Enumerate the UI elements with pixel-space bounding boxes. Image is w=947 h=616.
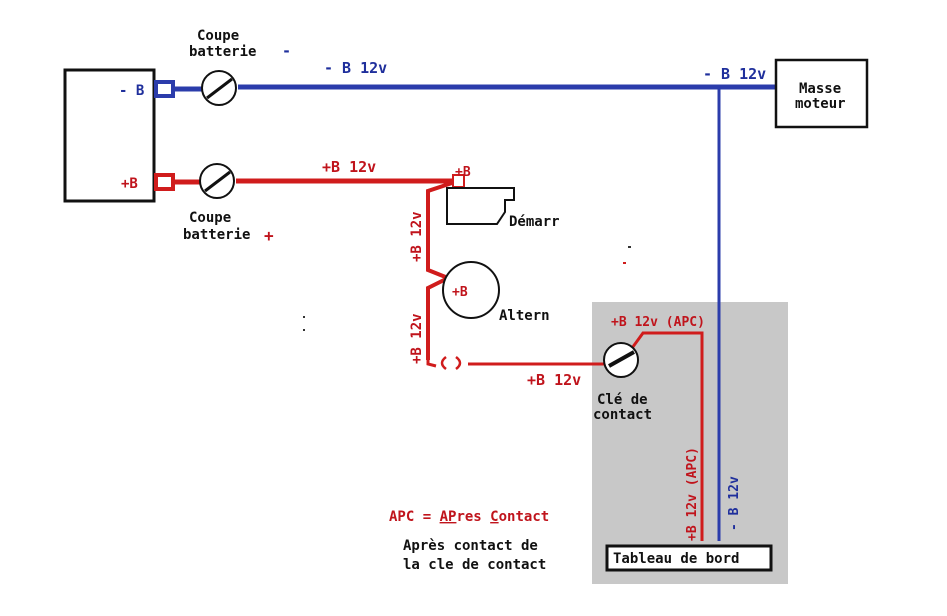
battery-box [63,68,156,203]
legend-definition: APC = APres Contact [389,509,549,525]
pos-vertical-label-1: +B 12v [409,211,425,262]
key-label-line2: contact [593,407,652,423]
alternator-label: Altern [499,308,550,324]
breaker-pos-label-line2: batterie [183,227,250,243]
key-label-line1: Clé de [597,392,648,408]
pos-vertical-label-2: +B 12v [409,313,425,364]
neg-terminal-label: - B [119,83,144,99]
negative-breaker-icon [201,70,237,106]
breaker-pos-sign: + [264,226,274,245]
stray-mark [303,329,305,331]
stray-mark [303,316,305,318]
legend-line3: la cle de contact [403,557,546,573]
neg-vertical-label: - B 12v [727,476,742,531]
pos-wire-label: +B 12v [322,158,376,176]
legend-abbrev: APC [389,509,414,525]
pos-terminal-label: +B [121,176,138,192]
alternator-terminal-label: +B [452,285,468,300]
positive-wire [154,173,704,541]
stray-mark [628,246,631,248]
negative-wire [154,80,780,541]
legend-res: res [456,509,490,525]
ground-label-line1: Masse [799,81,841,97]
apc-wire-label: +B 12v (APC) [611,315,705,330]
breaker-neg-sign: - [282,42,291,60]
fuse-icon [440,356,462,370]
positive-breaker-icon [199,163,235,199]
starter-label: Démarr [509,214,560,230]
dashboard-box [605,544,773,572]
stray-mark [623,262,626,264]
ground-label-line2: moteur [795,96,846,112]
legend-line2: Après contact de [403,538,538,554]
breaker-neg-label-line1: Coupe [197,28,239,44]
starter-terminal-label: +B [455,165,471,180]
apc-vertical-label: +B 12v (APC) [685,447,700,541]
legend-c: C [490,509,498,525]
ground-box [774,58,869,129]
starter-motor [446,187,515,225]
neg-wire-label: - B 12v [324,59,387,77]
pos-to-key-label: +B 12v [527,371,581,389]
legend-ap: AP [440,509,457,525]
dashboard-label: Tableau de bord [613,551,739,567]
breaker-pos-label-line1: Coupe [189,210,231,226]
legend-equals: = [414,509,439,525]
alternator [442,261,500,319]
legend-ontact: ontact [499,509,550,525]
breaker-neg-label-line2: batterie [189,44,256,60]
ignition-key-icon [603,342,639,378]
neg-wire-label-2: - B 12v [703,65,766,83]
